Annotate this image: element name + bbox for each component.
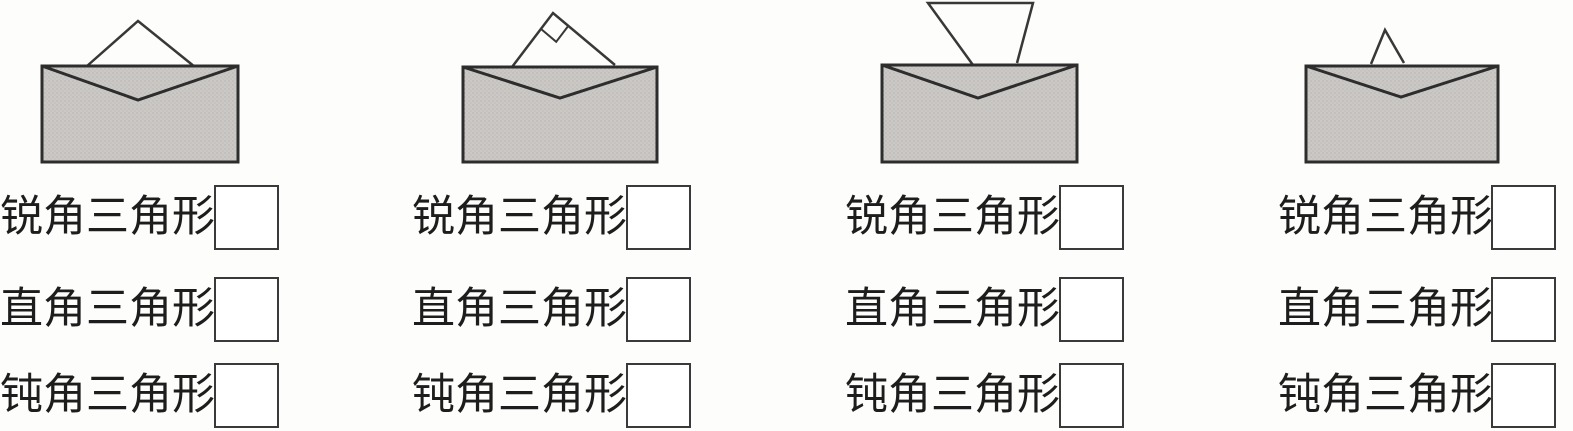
- envelope-body: [40, 64, 240, 164]
- label-obtuse-triangle: 钝角三角形: [412, 372, 627, 419]
- envelope-2-graphic: [461, 11, 659, 164]
- row-right: 直角三角形: [412, 277, 712, 342]
- row-obtuse: 钝角三角形: [412, 363, 712, 428]
- label-acute-triangle: 锐角三角形: [412, 194, 627, 241]
- envelope-group-3: 锐角三角形 直角三角形 钝角三角形: [845, 0, 1185, 431]
- wide-apex-triangle-tip-icon: [86, 19, 196, 68]
- envelope-body: [880, 63, 1079, 164]
- answer-box-right[interactable]: [626, 277, 691, 342]
- label-right-triangle: 直角三角形: [1278, 286, 1493, 333]
- envelope-group-2: 锐角三角形 直角三角形 钝角三角形: [412, 0, 752, 431]
- row-right: 直角三角形: [1278, 277, 1573, 342]
- answer-box-obtuse[interactable]: [1059, 363, 1124, 428]
- answer-box-acute[interactable]: [1491, 185, 1556, 250]
- envelope-4-graphic: [1304, 27, 1500, 164]
- answer-box-acute[interactable]: [1059, 185, 1124, 250]
- envelope-group-4: 锐角三角形 直角三角形 钝角三角形: [1278, 0, 1573, 431]
- inverted-wide-triangle-icon: [925, 1, 1035, 66]
- answer-box-acute[interactable]: [626, 185, 691, 250]
- row-acute: 锐角三角形: [0, 185, 300, 250]
- label-obtuse-triangle: 钝角三角形: [845, 372, 1060, 419]
- narrow-acute-triangle-tip-icon: [1369, 27, 1406, 65]
- envelope-3-graphic: [880, 1, 1079, 164]
- row-acute: 锐角三角形: [845, 185, 1145, 250]
- envelope-flap: [1305, 64, 1499, 99]
- label-acute-triangle: 锐角三角形: [1278, 194, 1493, 241]
- envelope-body: [1304, 64, 1500, 164]
- label-right-triangle: 直角三角形: [412, 286, 627, 333]
- answer-box-right[interactable]: [1491, 277, 1556, 342]
- row-acute: 锐角三角形: [1278, 185, 1573, 250]
- answer-box-right[interactable]: [1059, 277, 1124, 342]
- row-right: 直角三角形: [845, 277, 1145, 342]
- answer-box-right[interactable]: [214, 277, 279, 342]
- envelope-group-1: 锐角三角形 直角三角形 钝角三角形: [0, 0, 340, 431]
- answer-box-obtuse[interactable]: [626, 363, 691, 428]
- label-right-triangle: 直角三角形: [845, 286, 1060, 333]
- row-obtuse: 钝角三角形: [0, 363, 300, 428]
- envelope-flap: [462, 65, 658, 100]
- answer-box-acute[interactable]: [214, 185, 279, 250]
- label-obtuse-triangle: 钝角三角形: [1278, 372, 1493, 419]
- answer-box-obtuse[interactable]: [214, 363, 279, 428]
- envelope-flap: [41, 64, 239, 102]
- label-obtuse-triangle: 钝角三角形: [0, 372, 215, 419]
- right-angle-marker-icon: [540, 25, 570, 44]
- label-right-triangle: 直角三角形: [0, 286, 215, 333]
- answer-box-obtuse[interactable]: [1491, 363, 1556, 428]
- row-obtuse: 钝角三角形: [1278, 363, 1573, 428]
- right-angle-triangle-tip-icon: [511, 11, 616, 68]
- envelope-body: [461, 65, 659, 164]
- envelope-flap: [881, 63, 1078, 100]
- label-acute-triangle: 锐角三角形: [845, 194, 1060, 241]
- row-acute: 锐角三角形: [412, 185, 712, 250]
- label-acute-triangle: 锐角三角形: [0, 194, 215, 241]
- row-obtuse: 钝角三角形: [845, 363, 1145, 428]
- row-right: 直角三角形: [0, 277, 300, 342]
- envelope-1-graphic: [40, 19, 240, 164]
